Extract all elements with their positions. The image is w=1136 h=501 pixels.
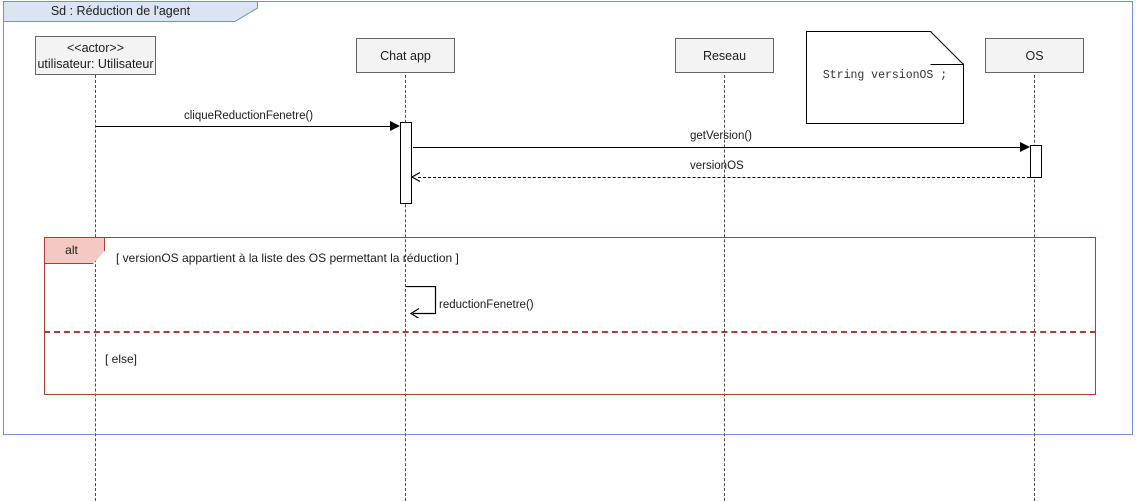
participant-utilisateur-name: utilisateur: Utilisateur xyxy=(37,56,154,71)
participant-reseau[interactable]: Reseau xyxy=(675,38,774,73)
alt-fragment-guard-1: [ versionOS appartient à la liste des OS… xyxy=(116,251,459,265)
lifeline-os xyxy=(1034,75,1035,501)
alt-fragment-guard-2: [ else] xyxy=(105,352,138,366)
participant-utilisateur-stereotype: <<actor>> xyxy=(67,40,124,55)
participant-chatapp[interactable]: Chat app xyxy=(356,38,455,73)
alt-fragment-operator: alt xyxy=(65,243,78,257)
alt-fragment-frame xyxy=(44,237,1096,395)
activation-chatapp xyxy=(400,122,412,204)
message-arrowhead-versionos xyxy=(410,171,421,183)
message-label-cliquereductionfenetre: cliqueReductionFenetre() xyxy=(184,110,314,122)
alt-fragment-divider xyxy=(44,331,1096,333)
lifeline-reseau xyxy=(724,75,725,501)
lifeline-chatapp xyxy=(405,75,406,501)
message-label-versionos: versionOS xyxy=(690,160,744,172)
message-line-cliquereductionfenetre xyxy=(96,126,392,127)
note-text: String versionOS ; xyxy=(822,69,948,82)
participant-os-name: OS xyxy=(1025,48,1044,63)
participant-os[interactable]: OS xyxy=(985,38,1084,73)
note-fold-corner xyxy=(930,31,964,65)
note-versionos: String versionOS ; xyxy=(806,31,964,124)
alt-fragment-tab xyxy=(44,237,105,264)
self-message-path xyxy=(405,285,437,320)
participant-utilisateur[interactable]: <<actor>> utilisateur: Utilisateur xyxy=(35,36,156,75)
message-label-getversion: getVersion() xyxy=(690,130,753,142)
message-line-versionos xyxy=(418,177,1030,178)
message-arrowhead-getversion xyxy=(1020,142,1030,152)
participant-chatapp-name: Chat app xyxy=(380,48,431,63)
sd-frame-title: Sd : Réduction de l'agent xyxy=(50,4,191,18)
lifeline-utilisateur xyxy=(95,75,96,501)
message-line-getversion xyxy=(413,147,1022,148)
sd-frame xyxy=(3,1,1133,435)
activation-os xyxy=(1030,145,1042,178)
participant-reseau-name: Reseau xyxy=(702,48,747,63)
self-message-reductionfenetre xyxy=(405,285,441,320)
message-label-reductionfenetre: reductionFenetre() xyxy=(439,299,534,311)
message-arrowhead-cliquereductionfenetre xyxy=(390,121,400,131)
